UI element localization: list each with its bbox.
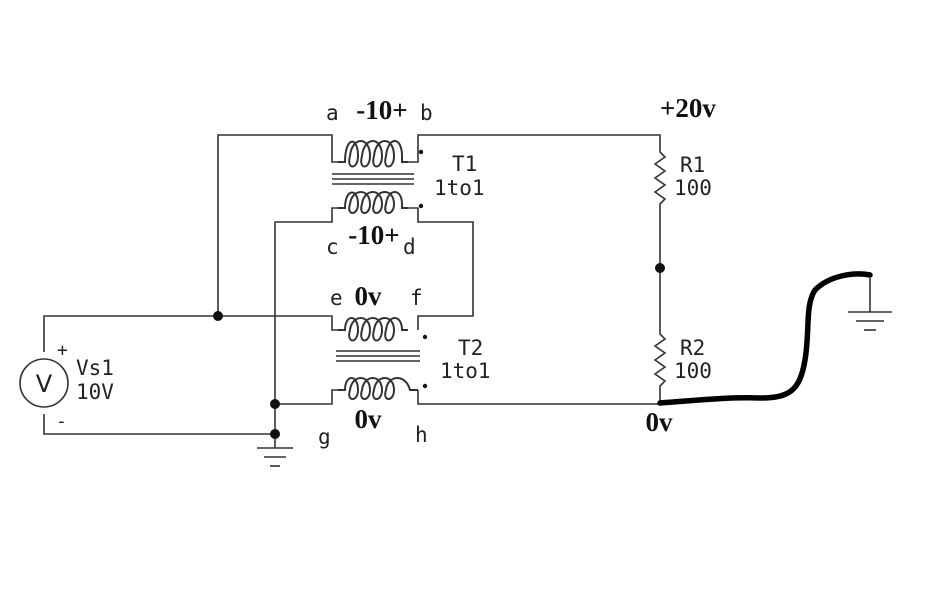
terminal-f: f	[410, 286, 423, 310]
voltage-top-node: +20v	[660, 93, 716, 123]
terminal-h: h	[415, 423, 428, 447]
voltage-t1-primary: -10+	[356, 95, 407, 125]
voltage-bottom-node: 0v	[646, 407, 674, 437]
junction-dot	[213, 311, 223, 321]
t1-ratio: 1to1	[434, 176, 485, 200]
polarity-dot	[418, 203, 424, 209]
terminal-labels: a b c d e f g h	[318, 101, 433, 449]
polarity-dot	[422, 334, 428, 340]
polarity-dot	[418, 149, 424, 155]
junction-dot	[655, 263, 665, 273]
wire-d-to-f	[408, 207, 474, 330]
terminal-b: b	[420, 101, 433, 125]
junctions	[213, 263, 665, 439]
voltage-t2-secondary: 0v	[355, 404, 383, 434]
wire-h-to-bottom	[417, 390, 660, 405]
ground-icon	[257, 447, 293, 467]
source-value: 10V	[76, 380, 114, 404]
voltmeter-icon	[19, 358, 69, 408]
terminal-c: c	[326, 235, 339, 259]
voltage-annotations: -10+ -10+ 0v 0v +20v 0v	[348, 93, 716, 437]
wire-source-bottom	[43, 414, 275, 435]
junction-dot	[270, 399, 280, 409]
voltage-source-vs1: V + - Vs1 10V	[19, 340, 114, 432]
terminal-a: a	[326, 101, 339, 125]
r2-name: R2	[680, 336, 705, 360]
coil-t2-secondary	[338, 377, 418, 400]
transformer-t1	[332, 140, 424, 214]
t1-name: T1	[452, 152, 477, 176]
voltage-t2-primary: 0v	[355, 281, 383, 311]
ground-icon	[848, 311, 892, 331]
coil-t2-primary	[338, 317, 408, 342]
t2-name: T2	[458, 336, 483, 360]
transformer-t2	[336, 317, 428, 400]
coil-t1-primary	[338, 140, 408, 168]
polarity-dot	[422, 383, 428, 389]
r1-name: R1	[680, 153, 705, 177]
source-plus: +	[57, 340, 68, 361]
coil-t1-secondary	[338, 191, 408, 214]
voltage-t1-secondary: -10+	[348, 220, 399, 250]
r2-value: 100	[674, 359, 712, 383]
component-labels: T1 1to1 T2 1to1 R1 100 R2 100	[434, 152, 712, 383]
r1-value: 100	[674, 176, 712, 200]
wire-c-to-bus	[274, 207, 338, 434]
hand-drawn-wire	[657, 271, 873, 406]
source-symbol: V	[36, 370, 53, 398]
source-name: Vs1	[76, 356, 114, 380]
resistor-r1	[653, 148, 667, 208]
source-minus: -	[56, 411, 67, 432]
terminal-e: e	[330, 286, 343, 310]
wire-a-to-node	[217, 134, 338, 316]
wires	[43, 134, 871, 448]
resistor-r2	[653, 330, 667, 390]
wire-g	[275, 389, 338, 405]
terminal-d: d	[403, 235, 416, 259]
t2-ratio: 1to1	[440, 359, 491, 383]
terminal-g: g	[318, 425, 331, 449]
wire-source-top	[43, 315, 338, 352]
wire-b-to-top-rail	[408, 134, 661, 163]
junction-dot	[270, 429, 280, 439]
